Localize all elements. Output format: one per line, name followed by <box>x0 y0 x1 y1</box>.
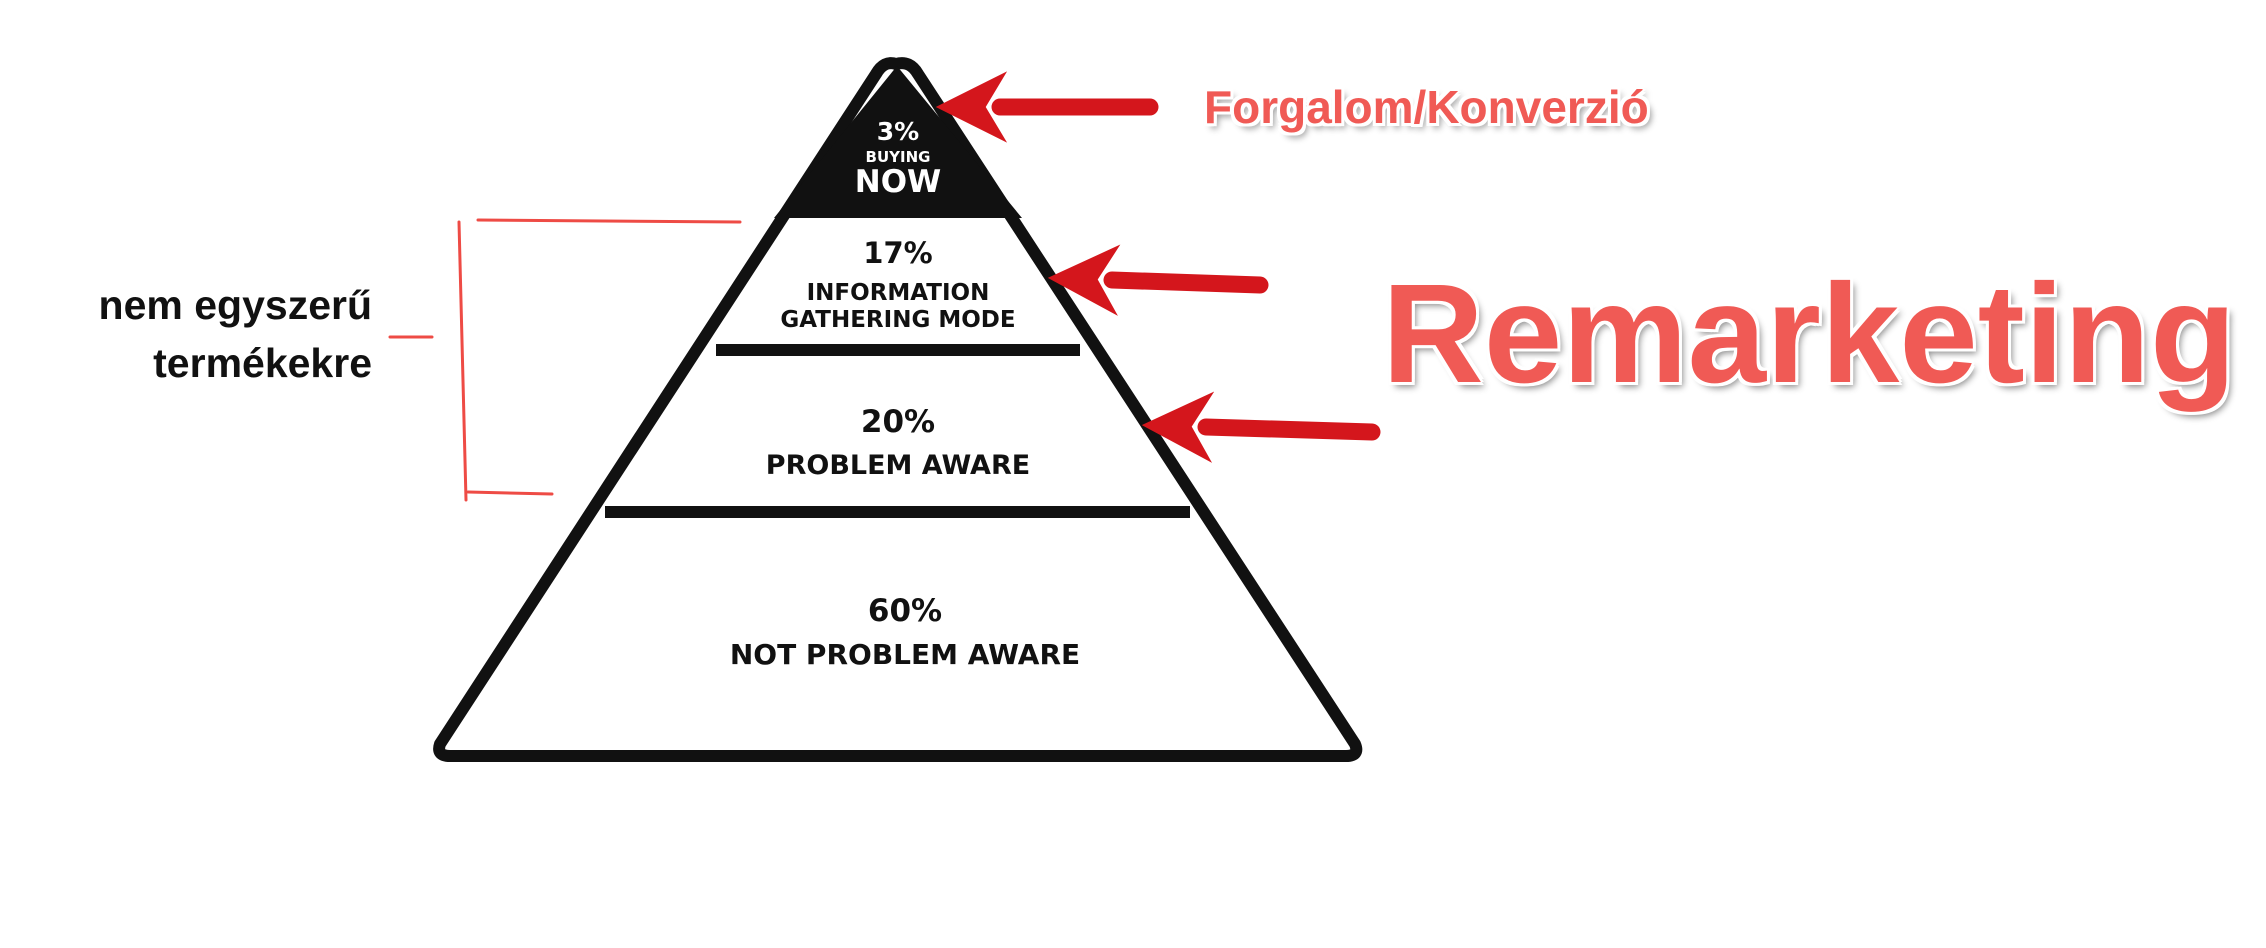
side-label-line2: termékekre <box>153 340 372 386</box>
level-4-label: NOT PROBLEM AWARE <box>730 638 1080 671</box>
pyramid-top-fill <box>774 66 1022 218</box>
side-label: nem egyszerű termékekre <box>99 276 372 392</box>
arrow-icon <box>1141 391 1381 463</box>
big-callout: Remarketing <box>1382 254 2237 412</box>
level-1-label-big: NOW <box>855 164 942 200</box>
level-2-label-line1: INFORMATION <box>807 280 990 306</box>
arrow-icon <box>1047 244 1269 316</box>
level-3-label: PROBLEM AWARE <box>766 450 1030 481</box>
side-label-line1: nem egyszerű <box>98 282 372 328</box>
level-2-percent: 17% <box>863 236 932 270</box>
level-2-label-line2: GATHERING MODE <box>780 307 1015 333</box>
level-3-percent: 20% <box>861 404 935 440</box>
top-callout: Forgalom/Konverzió <box>1204 81 1649 133</box>
level-1-percent: 3% <box>877 117 919 146</box>
pyramid-outline <box>433 57 1363 762</box>
level-1-label-small: BUYING <box>866 148 931 166</box>
level-4-percent: 60% <box>868 593 942 629</box>
bracket <box>388 218 742 502</box>
